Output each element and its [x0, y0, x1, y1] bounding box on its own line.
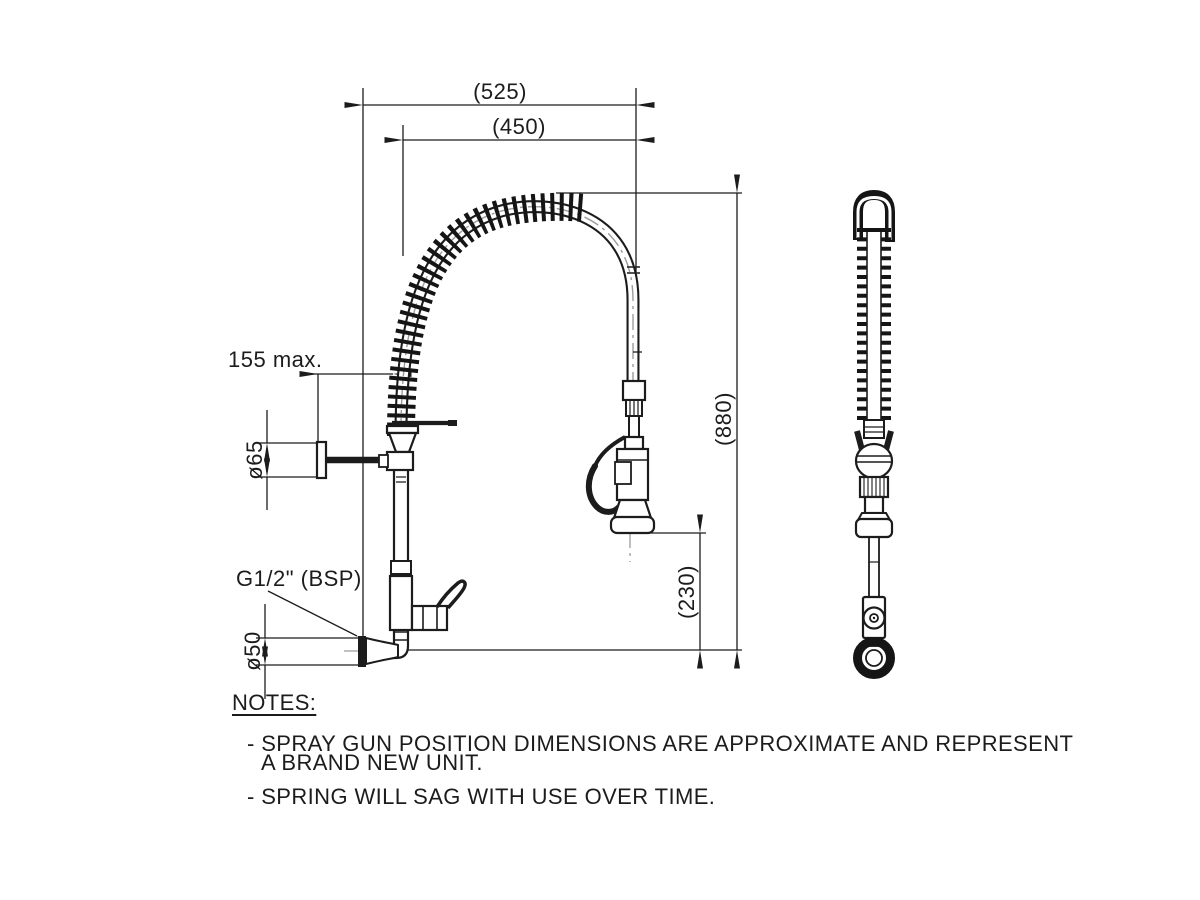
dim-label-230: (230) — [674, 565, 699, 619]
side-gun-neck — [863, 495, 885, 515]
bracket-clamp — [385, 450, 415, 472]
note-spring-sag: - SPRING WILL SAG WITH USE OVER TIME. — [247, 784, 716, 809]
spray-gun-trigger — [585, 463, 622, 515]
centerlines — [344, 534, 631, 652]
side-inlet-flange-ring — [853, 637, 895, 679]
spray-gun-outlet-rim — [609, 515, 656, 535]
dim-label-155-max: 155 max. — [228, 347, 323, 372]
side-gun-body — [854, 442, 894, 480]
inlet-flange-face — [358, 636, 366, 667]
side-supply-pipe — [868, 537, 880, 597]
ball-valve — [410, 604, 449, 632]
side-outlet-rim — [854, 517, 894, 539]
front-view — [315, 192, 656, 667]
hose-spring-coil — [387, 192, 586, 437]
leader-line-thread — [267, 590, 375, 648]
spring-retainer-cone — [387, 431, 418, 454]
spray-gun-lever — [593, 435, 626, 467]
bracket-wall-plate — [315, 440, 328, 480]
inlet-flange-trumpet — [365, 636, 399, 666]
notes-title: NOTES: — [232, 690, 317, 715]
hose-union-nut — [621, 379, 647, 402]
dim-label-525: (525) — [473, 79, 527, 104]
downtube-fittings — [621, 266, 647, 451]
riser-collar — [390, 560, 412, 575]
dimension-labels: (525) (450) (880) (230) 155 max. ø65 ø50… — [228, 79, 736, 671]
hose-support-arm-tip — [448, 420, 457, 426]
riser-valve-body — [388, 574, 414, 632]
note-spray-gun-line1: - SPRAY GUN POSITION DIMENSIONS ARE APPR… — [247, 731, 1074, 756]
dim-label-450: (450) — [492, 114, 546, 139]
spray-gun — [585, 435, 656, 535]
spray-gun-outlet-flare — [612, 498, 653, 520]
hose-centerline — [400, 206, 634, 435]
dim-label-dia-65: ø65 — [242, 440, 267, 479]
valve-lever — [435, 579, 467, 610]
side-view — [853, 189, 895, 679]
dimension-lines — [256, 88, 742, 699]
side-gun-lever — [854, 430, 894, 451]
side-spring-end — [863, 419, 885, 439]
dim-label-dia-50: ø50 — [240, 631, 265, 670]
side-hose-tube — [866, 232, 882, 422]
riser-assembly — [315, 420, 467, 667]
dim-label-thread: G1/2" (BSP) — [236, 566, 362, 591]
note-spray-gun-line2: A BRAND NEW UNIT. — [261, 750, 483, 775]
dim-label-880: (880) — [711, 392, 736, 446]
